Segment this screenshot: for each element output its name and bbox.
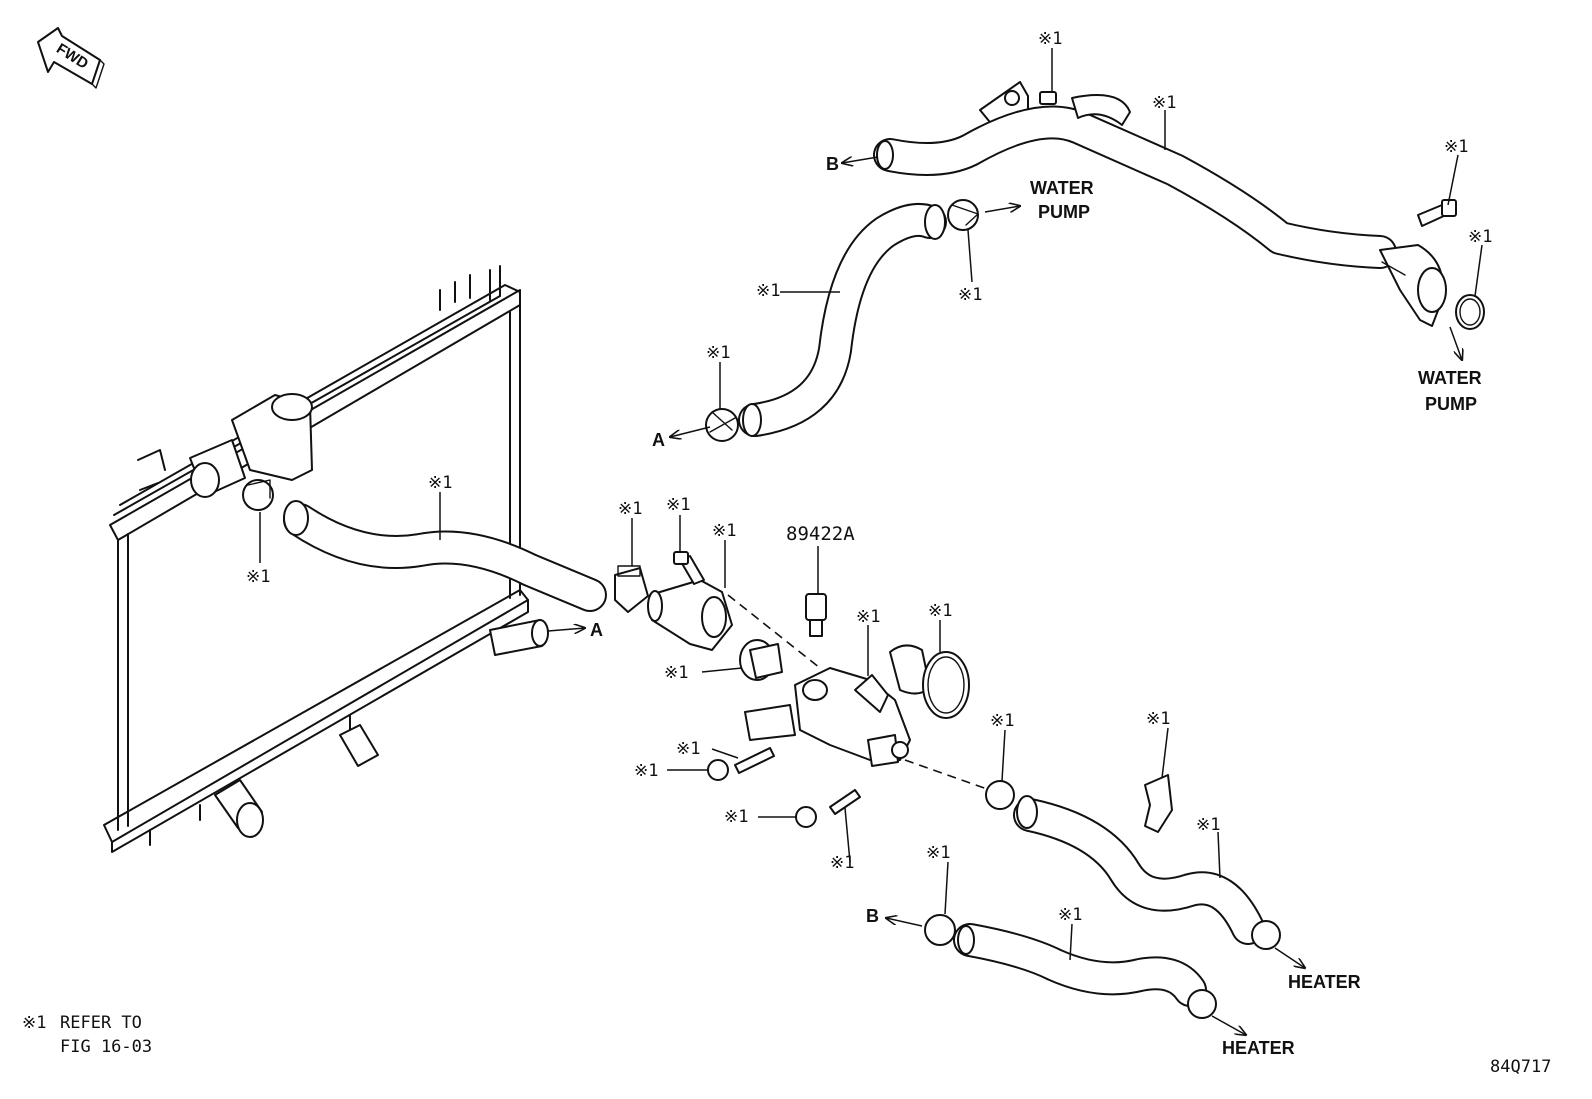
ref-mark-radiator-clamp: ※1: [246, 567, 270, 587]
ref-mark-top-bolt: ※1: [1038, 29, 1062, 49]
water-pump-label-2-line2: PUMP: [1425, 394, 1477, 414]
ref-mark-heater-hose-upper: ※1: [1196, 815, 1220, 835]
water-pump-label-2-line1: WATER: [1418, 368, 1482, 388]
o-ring-water-pump: [1455, 294, 1485, 330]
thermostat: [739, 639, 783, 681]
ref-mark-bypass-hose: ※1: [756, 281, 780, 301]
stud-bolt-lower: [829, 789, 861, 815]
ref-mark-upper-hose: ※1: [428, 473, 452, 493]
ref-mark-o-ring-outlet: ※1: [928, 601, 952, 621]
water-temperature-sensor: [805, 593, 827, 637]
ref-mark-nut-upper: ※1: [634, 761, 658, 781]
footnote-line2: FIG 16-03: [60, 1037, 152, 1057]
ref-mark-stud-lower: ※1: [830, 853, 854, 873]
hose-clamp-heater-inlet: [985, 780, 1015, 810]
nut-lower: [795, 806, 817, 828]
ref-mark-hose-clip: ※1: [1146, 709, 1170, 729]
ref-mark-pump-bolt: ※1: [1444, 137, 1468, 157]
bolt-water-inlet: [673, 551, 705, 585]
radiator: [103, 265, 549, 853]
bolt-water-pump: [1417, 199, 1457, 227]
ref-mark-clamp-a: ※1: [706, 343, 730, 363]
fwd-arrow-icon: FWD: [37, 27, 105, 89]
bypass-hose-a: [738, 203, 947, 437]
ref-mark-pump-clamp: ※1: [958, 285, 982, 305]
heater-label-lower: HEATER: [1222, 1038, 1295, 1058]
hose-clamp-a: [705, 408, 739, 442]
alignment-line-upper: [727, 594, 821, 669]
ref-mark-heater-clamp-inlet: ※1: [990, 711, 1014, 731]
hose-clamp-radiator: [242, 479, 274, 511]
hose-clamp-heater-lower: [1187, 989, 1217, 1019]
part-number-sensor: 89422A: [786, 523, 855, 545]
connector-b-top: B: [826, 154, 839, 174]
ref-mark-bypass-pipe: ※1: [1152, 93, 1176, 113]
hose-clip: [1144, 774, 1173, 833]
heater-hose-lower: [953, 923, 1207, 1007]
ref-mark-water-inlet: ※1: [712, 521, 736, 541]
water-bypass-pipe: [873, 81, 1447, 327]
ref-mark-inlet-bolt: ※1: [666, 495, 690, 515]
connector-a-radiator: A: [590, 620, 603, 640]
stud-bolt-upper: [734, 747, 775, 774]
ref-mark-inlet-clamp: ※1: [618, 499, 642, 519]
o-ring-outlet: [922, 651, 970, 719]
upper-radiator-hose: [283, 500, 607, 612]
heater-hose-upper: [1013, 795, 1265, 945]
heater-label-upper: HEATER: [1288, 972, 1361, 992]
flow-arrows: [547, 157, 1462, 1035]
ref-mark-nut-lower: ※1: [724, 807, 748, 827]
ref-mark-outlet-housing: ※1: [856, 607, 880, 627]
nut-upper: [707, 759, 729, 781]
bolt-top: [1039, 91, 1057, 105]
footnote-mark: ※1: [22, 1013, 46, 1033]
figure-id: 84Q717: [1490, 1057, 1551, 1077]
leader-lines: [259, 48, 1483, 961]
water-inlet: [647, 579, 733, 651]
connector-a-top: A: [652, 430, 665, 450]
hose-clamp-water-pump: [947, 199, 979, 231]
ref-mark-heater-hose-lower: ※1: [1058, 905, 1082, 925]
hose-clamp-thermostat-inlet: [614, 565, 649, 613]
hose-clamp-b-lower: [924, 914, 956, 946]
footnote-line1: REFER TO: [60, 1013, 142, 1033]
alignment-line-lower: [904, 759, 991, 791]
ref-mark-clamp-b-lower: ※1: [926, 843, 950, 863]
hose-clamp-heater-upper: [1251, 920, 1281, 950]
ref-mark-pump-o-ring: ※1: [1468, 227, 1492, 247]
ref-mark-thermostat: ※1: [664, 663, 688, 683]
ref-mark-stud-upper: ※1: [676, 739, 700, 759]
water-pump-label-1-line1: WATER: [1030, 178, 1094, 198]
water-outlet-housing: [744, 667, 911, 767]
water-pump-label-1-line2: PUMP: [1038, 202, 1090, 222]
connector-b-lower: B: [866, 906, 879, 926]
